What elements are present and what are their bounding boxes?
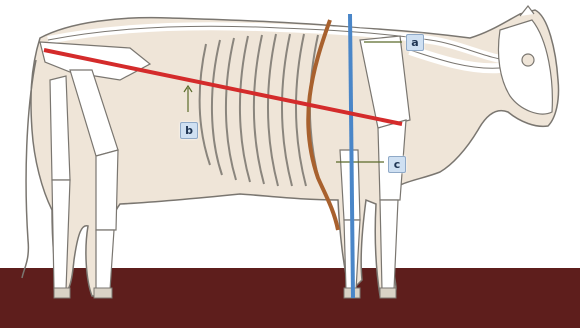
eye-socket	[522, 54, 534, 66]
label-a: a	[406, 34, 424, 51]
label-b: b	[180, 122, 198, 139]
label-c: c	[388, 156, 406, 173]
